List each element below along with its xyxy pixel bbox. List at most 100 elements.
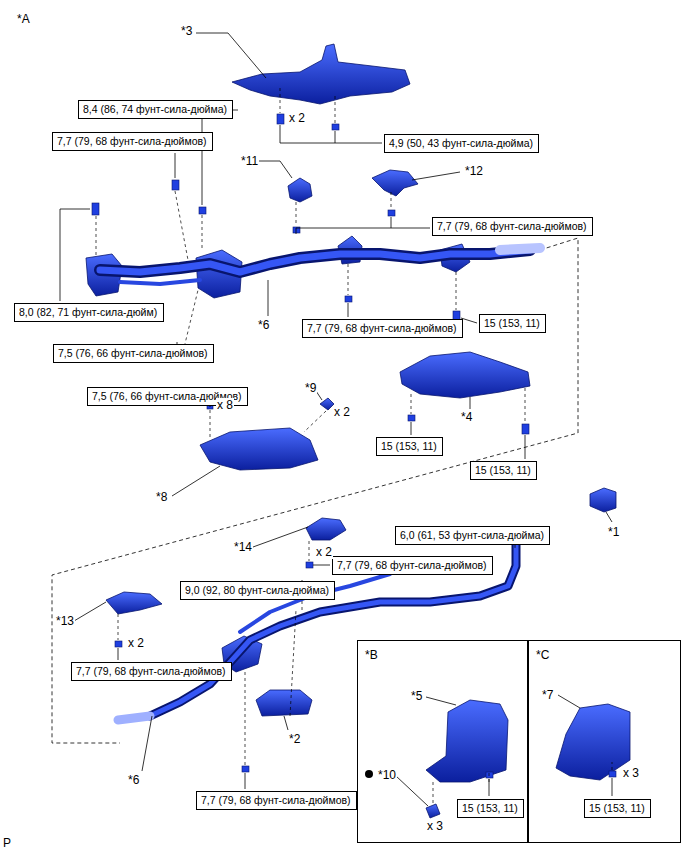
torque-box: 15 (153, 11) [457,799,524,818]
torque-value: 4,9 (50, 43 фунт-сила-дюйма) [389,137,533,149]
drawing-part [470,397,471,409]
torque-value: 7,7 (79, 68 фунт-сила-дюймов) [307,322,457,334]
bullet-symbol [365,770,373,778]
drawing-part [456,272,457,310]
drawing-part [150,545,516,716]
torque-value: 7,7 (79, 68 фунт-сила-дюймов) [76,665,226,677]
drawing-part [290,610,296,716]
callout-number: *10 [377,768,397,782]
torque-box: 7,7 (79, 68 фунт-сила-дюймов) [302,319,463,338]
drawing-part [500,248,540,250]
drawing-part [348,264,349,295]
callout-number: x 2 [288,111,306,125]
drawing-part [202,215,203,250]
drawing-part [313,565,330,566]
torque-box: 4,9 (50, 43 фунт-сила-дюйма) [384,134,539,153]
drawing-part [199,207,206,214]
drawing-part [210,410,211,440]
drawing-part [202,110,238,205]
drawing-part [612,778,613,796]
callout-number: *14 [233,540,253,554]
torque-value: 7,7 (79, 68 фунт-сила-дюймов) [337,559,487,571]
drawing-part [590,488,616,512]
torque-box: 7,7 (79, 68 фунт-сила-дюймов) [332,556,493,575]
callout-number: *A [16,12,31,26]
torque-value: 15 (153, 11) [381,440,437,452]
drawing-part [522,424,529,434]
drawing-part [433,782,434,803]
drawing-part [115,641,122,647]
callout-number: P [2,836,12,850]
torque-box: 6,0 (61, 53 фунт-сила-дюйма) [395,526,550,545]
callout-number: *3 [180,24,193,38]
drawing-part [304,411,326,432]
drawing-part [232,44,410,104]
drawing-part [280,88,281,113]
torque-value: 6,0 (61, 53 фунт-сила-дюйма) [400,529,544,541]
drawing-part [306,562,313,568]
drawing-part [118,614,119,640]
drawing-part [100,250,530,272]
drawing-part [372,170,418,196]
drawing-part [96,216,97,258]
torque-box: 7,7 (79, 68 фунт-сила-дюймов) [196,791,357,810]
drawing-part [196,33,266,78]
drawing-part [306,518,346,540]
torque-box: 8,4 (86, 74 фунт-сила-дюйма) [78,100,233,119]
drawing-part [309,541,310,561]
callout-number: *12 [464,164,484,178]
torque-value: 7,7 (79, 68 фунт-сила-дюймов) [437,220,587,232]
drawing-part [245,773,246,789]
drawing-part [296,202,297,226]
drawing-part [335,96,336,123]
drawing-part [268,280,269,316]
callout-number: x 2 [127,636,145,650]
panel-label: *B [364,648,379,662]
torque-box: 7,7 (79, 68 фунт-сила-дюймов) [71,662,232,681]
drawing-part [92,203,99,215]
drawing-part [388,210,395,216]
drawing-part [118,716,150,720]
callout-number: *13 [55,614,75,628]
torque-box: 8,0 (82, 71 фунт-сила-дюйм) [14,303,164,322]
drawing-part [280,125,382,143]
drawing-part [345,296,352,302]
callout-number: x 3 [426,819,444,833]
torque-box: 9,0 (92, 80 фунт-сила-дюйма) [180,581,335,600]
drawing-part [461,318,477,323]
drawing-part [200,428,318,470]
drawing-part [426,697,456,705]
drawing-part [612,762,613,770]
torque-box: 15 (153, 11) [479,314,546,333]
drawing-part [332,124,339,130]
drawing-part [118,648,119,660]
alignment-lines [96,88,612,803]
torque-value: 7,5 (76, 66 фунт-сила-дюймов) [58,347,208,359]
torque-box: 7,7 (79, 68 фунт-сила-дюймов) [432,217,593,236]
callout-number: x 3 [622,766,640,780]
drawing-part [284,716,288,730]
drawing-part [120,280,200,284]
torque-value: 15 (153, 11) [484,317,540,329]
drawing-part [60,209,90,301]
drawing-part [183,290,198,352]
detail-panel: *C15 (153, 11) [528,640,681,843]
callout-number: *6 [257,318,270,332]
drawing-part [525,435,526,459]
torque-value: 15 (153, 11) [475,464,531,476]
drawing-part [411,422,412,435]
drawing-part [408,415,415,421]
drawing-part [348,303,349,317]
torque-box: 7,5 (76, 66 фунт-сила-дюймов) [53,344,214,363]
drawing-part [558,695,580,708]
callout-number: *7 [541,688,554,702]
drawing-part [277,114,284,124]
torque-box: 15 (153, 11) [584,799,651,818]
drawing-part [486,772,493,778]
drawing-part [142,716,152,771]
detail-panel: *B 15 (153, 11) [357,640,528,843]
callout-number: *11 [240,154,259,168]
callout-number: *2 [288,732,301,746]
callout-number: *8 [155,490,168,504]
